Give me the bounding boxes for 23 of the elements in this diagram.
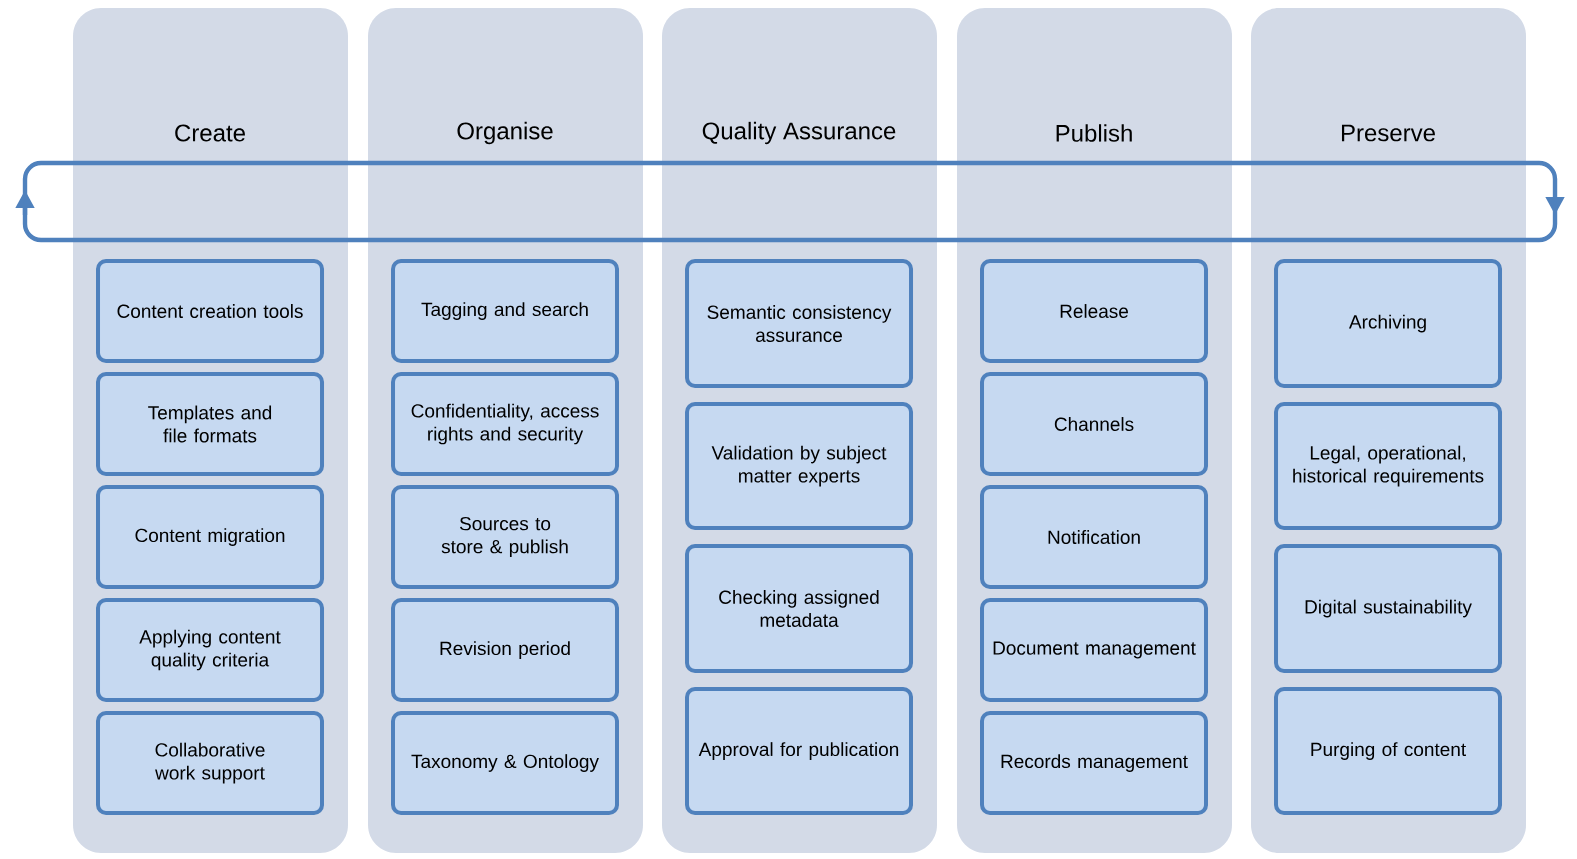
process-box: Approval for publication [685,687,913,815]
process-box: Validation by subject matter experts [685,402,913,530]
process-box: Digital sustainability [1274,544,1502,673]
process-box: Channels [980,372,1208,476]
process-box: Tagging and search [391,259,619,363]
process-box: Legal, operational, historical requirements [1274,402,1502,530]
process-box: Purging of content [1274,687,1502,815]
process-box: Release [980,259,1208,363]
process-box: Content migration [96,485,324,589]
process-box: Revision period [391,598,619,702]
process-box: Records management [980,711,1208,815]
process-box: Content creation tools [96,259,324,363]
process-box: Archiving [1274,259,1502,388]
process-box: Collaborative work support [96,711,324,815]
process-box: Checking assigned metadata [685,544,913,673]
process-box: Templates and file formats [96,372,324,476]
process-box: Applying content quality criteria [96,598,324,702]
process-box: Taxonomy & Ontology [391,711,619,815]
process-box: Sources to store & publish [391,485,619,589]
process-box: Document management [980,598,1208,702]
process-box: Semantic consistency assurance [685,259,913,388]
process-box: Notification [980,485,1208,589]
process-box: Confidentiality, access rights and security [391,372,619,476]
